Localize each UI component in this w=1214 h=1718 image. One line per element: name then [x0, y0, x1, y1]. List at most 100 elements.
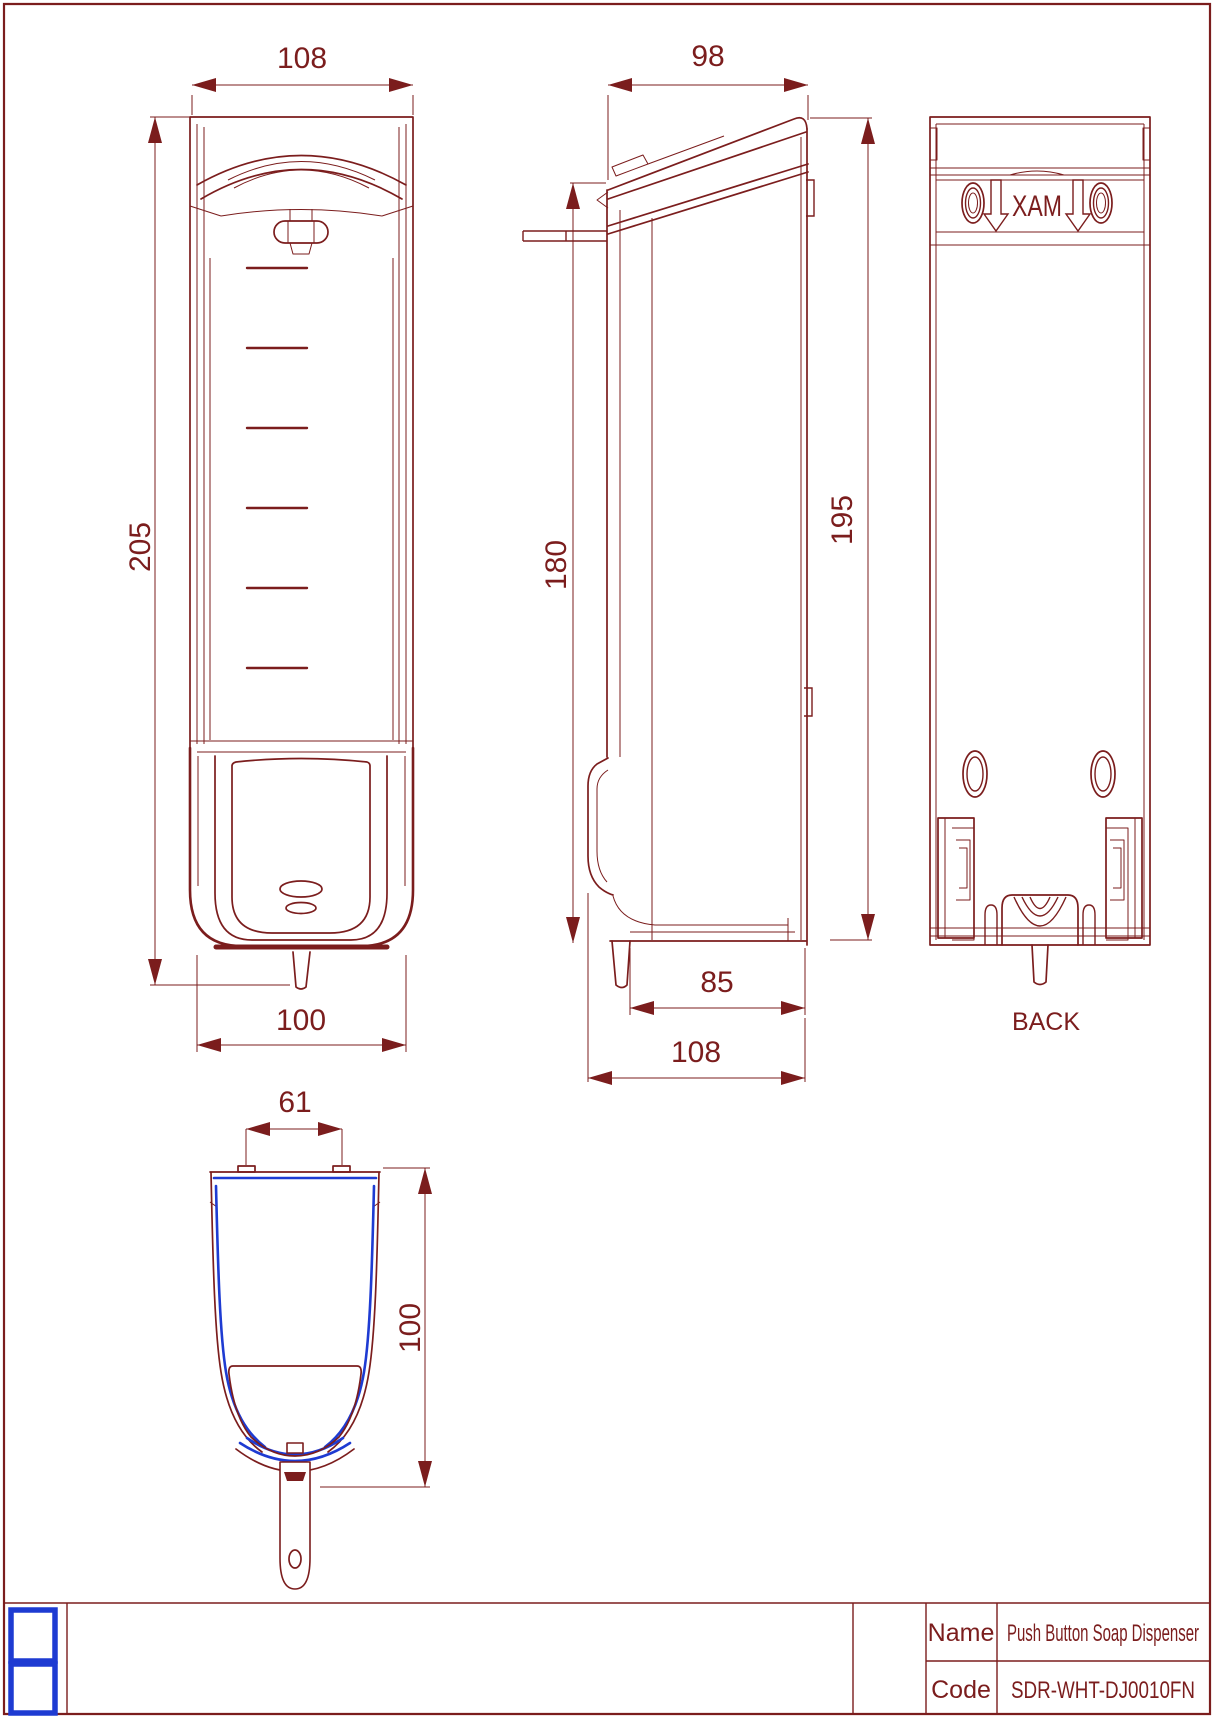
bottom-outline-blue [212, 1176, 378, 1463]
back-screw-slot-right-outer [1089, 182, 1113, 224]
back-screw-slot-left-mid [964, 187, 982, 219]
wall-bracket-plate [522, 230, 607, 242]
dim-side-depth-overall-arrows [588, 1071, 805, 1085]
dim-side-nozzle-text: 85 [700, 966, 733, 999]
side-view: 98 180 195 85 108 [522, 40, 875, 1085]
side-lid-slants [607, 116, 809, 235]
back-inner-border [935, 123, 1145, 940]
dim-side-depth-overall-lines [587, 893, 806, 1082]
logo [8, 1607, 58, 1716]
bottom-lever [279, 1461, 311, 1590]
back-max-band-lines [930, 179, 1150, 246]
logo-box-bottom [8, 1661, 58, 1716]
lid-hook-stems [289, 209, 313, 221]
dim-side-depth-lines [607, 84, 809, 180]
back-screw-slot-right-inner [1096, 192, 1106, 214]
back-lid-lines [930, 167, 1150, 176]
dim-side-height-front-lines [570, 182, 606, 943]
dim-front-width-lines [191, 84, 414, 115]
lid-hook-details [287, 221, 315, 255]
name-label: Name [928, 1619, 995, 1647]
code-value: SDR-WHT-DJ0010FN [1011, 1677, 1195, 1704]
back-view: XAM BACK [929, 116, 1151, 1036]
front-view: 108 205 100 [124, 42, 415, 1052]
side-push-button-inner [596, 769, 609, 883]
dim-front-width-bottom-lines [196, 955, 407, 1052]
back-screw-slot-left-inner [968, 192, 978, 214]
dim-bottom-depth-text: 100 [394, 1303, 427, 1353]
bottom-corner-notches [209, 1201, 381, 1217]
dim-front-width-text: 108 [277, 42, 327, 75]
name-value: Push Button Soap Dispenser [1007, 1620, 1199, 1647]
front-body-inner-walls [196, 124, 407, 744]
back-rail-right [1105, 817, 1143, 939]
dim-front-width-bottom-arrows [197, 1038, 406, 1052]
front-lid-inset-panel [227, 161, 376, 189]
bottom-outline-red [209, 1171, 381, 1453]
logo-box-top [8, 1607, 58, 1664]
side-wall-latches [804, 179, 815, 717]
back-outline [929, 116, 1151, 946]
push-housing-top-lines [190, 740, 413, 886]
back-rail-left [937, 817, 975, 939]
dim-bottom-mount-arrows [246, 1122, 342, 1136]
bottom-view: 61 100 [209, 1086, 432, 1590]
push-button-emboss-small [285, 901, 317, 915]
dim-side-depth-overall-text: 108 [671, 1036, 721, 1069]
back-nozzle [1031, 944, 1049, 986]
side-body-edges [606, 128, 808, 946]
dim-front-height-lines [150, 116, 290, 986]
push-housing-mid-shell [214, 755, 388, 941]
max-fill-arrow-left-icon [982, 179, 1010, 233]
push-housing-shell [188, 746, 415, 948]
back-rail-left-detail [944, 818, 975, 941]
soap-level-marks [245, 266, 309, 670]
side-nozzle [611, 940, 631, 989]
front-lid-arcs [196, 154, 407, 200]
code-label: Code [931, 1676, 991, 1704]
max-marking-text: XAM [1012, 190, 1062, 223]
side-push-button [587, 757, 614, 896]
dim-bottom-mount-lines [245, 1128, 343, 1165]
dim-side-height-front-text: 180 [540, 540, 573, 590]
front-nozzle [292, 951, 311, 990]
bottom-button-face [227, 1365, 363, 1457]
back-edge-latches [930, 127, 1150, 161]
back-pump-cup-arcs [1013, 896, 1067, 927]
back-pins [984, 904, 1096, 945]
dim-bottom-depth-lines [320, 1167, 430, 1488]
dim-side-depth-arrows [608, 78, 808, 92]
back-mount-hole-left-outer [962, 750, 988, 798]
side-bottom-shell [612, 895, 795, 941]
side-lid-beak [596, 191, 609, 209]
dim-side-height-overall-lines [810, 117, 872, 941]
bottom-nozzle-outlet [284, 1472, 306, 1481]
lid-hook-bar [273, 220, 329, 244]
dim-front-width-arrows [192, 78, 413, 92]
push-button-emboss-large [279, 880, 323, 898]
bottom-mount-tabs [237, 1165, 351, 1173]
bottom-lever-hole [288, 1549, 302, 1569]
dim-side-depth-text: 98 [691, 40, 724, 73]
back-view-label: BACK [1012, 1008, 1080, 1036]
back-screw-slot-right-mid [1092, 187, 1110, 219]
back-pump-cup [1001, 894, 1079, 946]
front-body-outline [189, 116, 414, 749]
title-block-grid [66, 1603, 1210, 1714]
title-block: Name Push Button Soap Dispenser Code SDR… [66, 1603, 1210, 1714]
back-bottom-flange-lines [930, 927, 1150, 937]
dim-front-width-bottom-text: 100 [276, 1004, 326, 1037]
back-mount-hole-left-inner [966, 756, 984, 792]
bottom-center-tab [286, 1442, 304, 1454]
push-button-face [231, 757, 371, 934]
back-rail-right-detail [1106, 818, 1136, 941]
side-body-inner-lines [619, 137, 802, 940]
back-mount-hole-right-outer [1090, 750, 1116, 798]
max-fill-arrow-right-icon [1064, 179, 1092, 233]
back-screw-slot-left-outer [961, 182, 985, 224]
dim-side-nozzle-lines [629, 948, 806, 1015]
dim-side-height-overall-text: 195 [826, 495, 859, 545]
